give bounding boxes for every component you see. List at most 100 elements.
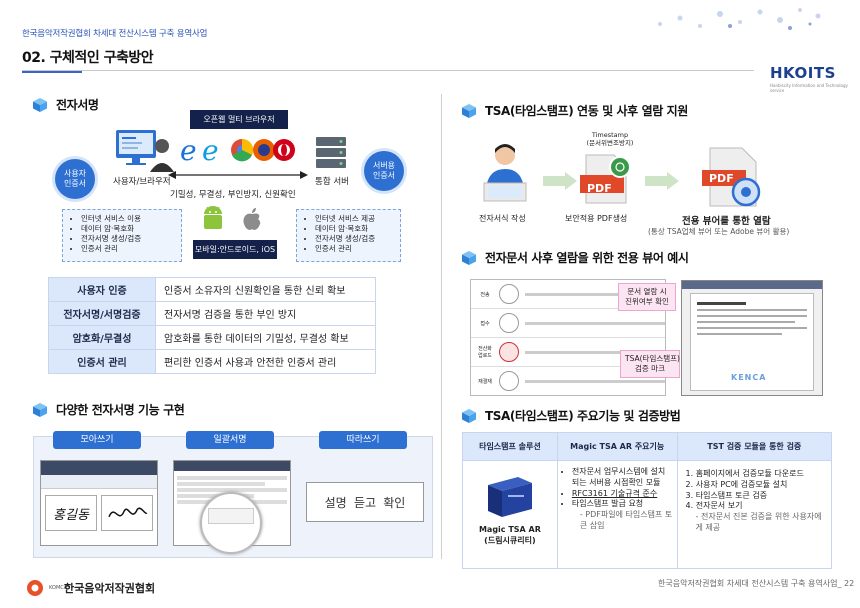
tsa-function-table: 타임스탬프 솔루션 Magic TSA AR 주요기능 TST 검증 모듈을 통… xyxy=(462,432,833,569)
title-divider xyxy=(22,70,754,71)
viewer-row-label: 전송 xyxy=(480,291,490,298)
list-item: 인터넷 서비스 제공 xyxy=(315,214,394,224)
magnifier-icon xyxy=(200,492,262,554)
user-writing-icon xyxy=(483,144,527,202)
browser-label: 오픈웹 멀티 브라우저 xyxy=(190,110,288,129)
table-value: 인증서 소유자의 신원확인을 통한 신뢰 확보 xyxy=(155,277,376,302)
feature-sub: - PDF파일에 타임스탬프 토큰 삽입 xyxy=(579,510,673,530)
section-viewer-title: 전자문서 사후 열람을 위한 전용 뷰어 예시 xyxy=(485,251,689,265)
feature-tab-gather: 모아쓰기 xyxy=(53,431,141,449)
step-viewer-label: 전용 뷰어를 통한 열람 xyxy=(682,216,771,227)
org-mark: KOMCA xyxy=(49,584,68,591)
user-computer-icon xyxy=(116,130,174,172)
cube-icon xyxy=(462,408,476,423)
product-cell: Magic TSA AR (드림시큐리티) xyxy=(462,460,558,569)
section-features-title: 다양한 전자서명 기능 구현 xyxy=(56,403,185,417)
mobile-label: 모바일:안드로이드, iOS xyxy=(193,240,277,259)
mobile-os-icons xyxy=(204,206,261,230)
pdf-text-2: PDF xyxy=(709,172,734,185)
user-browser-label: 사용자/브라우저 xyxy=(113,177,171,187)
signature-sample-1: 홍길동 xyxy=(45,495,97,531)
table-key: 전자서명/서명검증 xyxy=(48,301,156,326)
sign-gather-screenshot: 홍길동 xyxy=(40,460,158,546)
page-title: 02. 구체적인 구축방안 xyxy=(22,50,154,66)
table-key: 암호화/무결성 xyxy=(48,325,156,350)
section-features-heading: 다양한 전자서명 기능 구현 xyxy=(32,401,185,418)
list-item: 인증서 관리 xyxy=(315,244,394,254)
table-value: 편리한 인증서 사용과 안전한 인증서 관리 xyxy=(155,349,376,374)
org-logo-icon xyxy=(27,580,43,596)
feature-sub-text: PDF파일에 타임스탬프 토큰 삽입 xyxy=(579,510,673,530)
svg-text:e: e xyxy=(180,136,197,164)
section-tsa-func-title: TSA(타임스탬프) 주요기능 및 검증방법 xyxy=(485,409,681,423)
section-esign-title: 전자서명 xyxy=(56,98,99,112)
title-accent xyxy=(22,71,82,73)
company-logo: HKOITS Hanbiscity Information and Techno… xyxy=(770,64,860,93)
table-key: 인증서 관리 xyxy=(48,349,156,374)
list-item: 인증서 관리 xyxy=(81,244,175,254)
org-name: 한국음악저작권협회 xyxy=(64,582,156,595)
pdf-text-1: PDF xyxy=(587,182,612,195)
list-item: 1. 홈페이지에서 검증모듈 다운로드 xyxy=(685,469,804,478)
list-item: 4. 전자문서 보기 xyxy=(685,501,743,511)
section-esign-heading: 전자서명 xyxy=(32,96,99,113)
list-item: 전자서명 생성/검증 xyxy=(315,234,394,244)
section-tsa-heading: TSA(타임스탬프) 연동 및 사후 열람 지원 xyxy=(461,102,688,119)
table-value: 암호화를 통한 데이터의 기밀성, 무결성 확보 xyxy=(155,325,376,350)
follow-sign-sample: 설명 듣고 확인 xyxy=(306,482,424,522)
cube-icon xyxy=(33,402,47,417)
features-cell: 전자문서 업무시스템에 설치되는 서버용 시점확인 모듈 RFC3161 기술규… xyxy=(556,460,678,569)
viewer-row-label: 접수 xyxy=(480,320,490,327)
callout-tsa-mark: TSA(타임스탬프) 검증 마크 xyxy=(620,350,680,378)
table-row: Magic TSA AR (드림시큐리티) 전자문서 업무시스템에 설치되는 서… xyxy=(462,460,833,569)
list-item: 타임스탬프 발급 요청 xyxy=(572,499,673,510)
browser-icons: e e xyxy=(180,136,295,164)
section-tsa-title: TSA(타임스탬프) 연동 및 사후 열람 지원 xyxy=(485,104,688,118)
page-number: 한국음악저작권협회 차세대 전산시스템 구축 용역사업_ 22 xyxy=(658,579,855,588)
footer-org: KOMCA 한국음악저작권협회 xyxy=(26,579,155,597)
product-box-icon xyxy=(487,477,532,517)
product-name: Magic TSA AR (드림시큐리티) xyxy=(478,524,541,545)
cube-icon xyxy=(462,103,476,118)
viewer-row-label: 전산화 업로드 xyxy=(478,346,492,359)
list-item: 3. 타임스탬프 토큰 검증 xyxy=(685,490,768,500)
verify-cell: 1. 홈페이지에서 검증모듈 다운로드 2. 사용자 PC에 검증모듈 설치 3… xyxy=(676,460,833,569)
user-cert-badge: 사용자 인증서 xyxy=(55,159,95,199)
list-item: 데이터 암·복호화 xyxy=(81,224,175,234)
svg-text:e: e xyxy=(202,136,219,164)
logo-subtext: Hanbiscity Information and Technology se… xyxy=(770,83,848,93)
table-row: 타임스탬프 솔루션 Magic TSA AR 주요기능 TST 검증 모듈을 통… xyxy=(462,432,833,461)
list-item: RFC3161 기술규격 준수 xyxy=(572,489,673,500)
step-secure-pdf-label: 보안적용 PDF생성 xyxy=(565,214,628,223)
server-icon xyxy=(316,137,346,168)
cube-icon xyxy=(462,250,476,265)
table-value: 전자서명 검증을 통한 부인 방지 xyxy=(155,301,376,326)
table-key: 사용자 인증 xyxy=(48,277,156,302)
viewer-pdf-icon xyxy=(702,147,761,207)
verify-sub-text: 전자문서 진본 검증을 위한 사용자에게 제공 xyxy=(695,512,822,532)
viewer-doc-right: KENCA xyxy=(681,280,823,396)
signature-scribble xyxy=(101,495,153,531)
cube-icon xyxy=(33,97,47,112)
step-write-label: 전자서식 작성 xyxy=(479,214,526,223)
callout-verify: 문서 열람 시 진위여부 확인 xyxy=(618,283,676,311)
timestamp-label: Timestamp (문서위변조방지) xyxy=(586,131,634,148)
list-item: 2. 사용자 PC에 검증모듈 설치 xyxy=(685,479,788,489)
header-subtitle: 한국음악저작권협회 차세대 전산시스템 구축 용역사업 xyxy=(22,29,208,39)
table-header: Magic TSA AR 주요기능 xyxy=(556,432,678,461)
feature-tab-batch: 일괄서명 xyxy=(186,431,274,449)
secure-pdf-icon xyxy=(580,154,631,204)
step-viewer-note: (통상 TSA업체 뷰어 또는 Adobe 뷰어 활용) xyxy=(648,227,790,236)
client-bullets: 인터넷 서비스 이용 데이터 암·복호화 전자서명 생성/검증 인증서 관리 xyxy=(62,209,182,262)
logo-text: HKOITS xyxy=(770,64,836,82)
arrow-right-icon xyxy=(543,172,577,190)
server-label: 통합 서버 xyxy=(315,177,349,187)
security-caption: 기밀성, 무결성, 부인방지, 신원확인 xyxy=(170,190,296,200)
bidirectional-arrow-icon xyxy=(168,171,308,179)
decorative-dots xyxy=(658,8,821,30)
list-item: 데이터 암·복호화 xyxy=(315,224,394,234)
server-cert-badge: 서버용 인증서 xyxy=(364,151,404,191)
column-divider xyxy=(441,94,442,559)
